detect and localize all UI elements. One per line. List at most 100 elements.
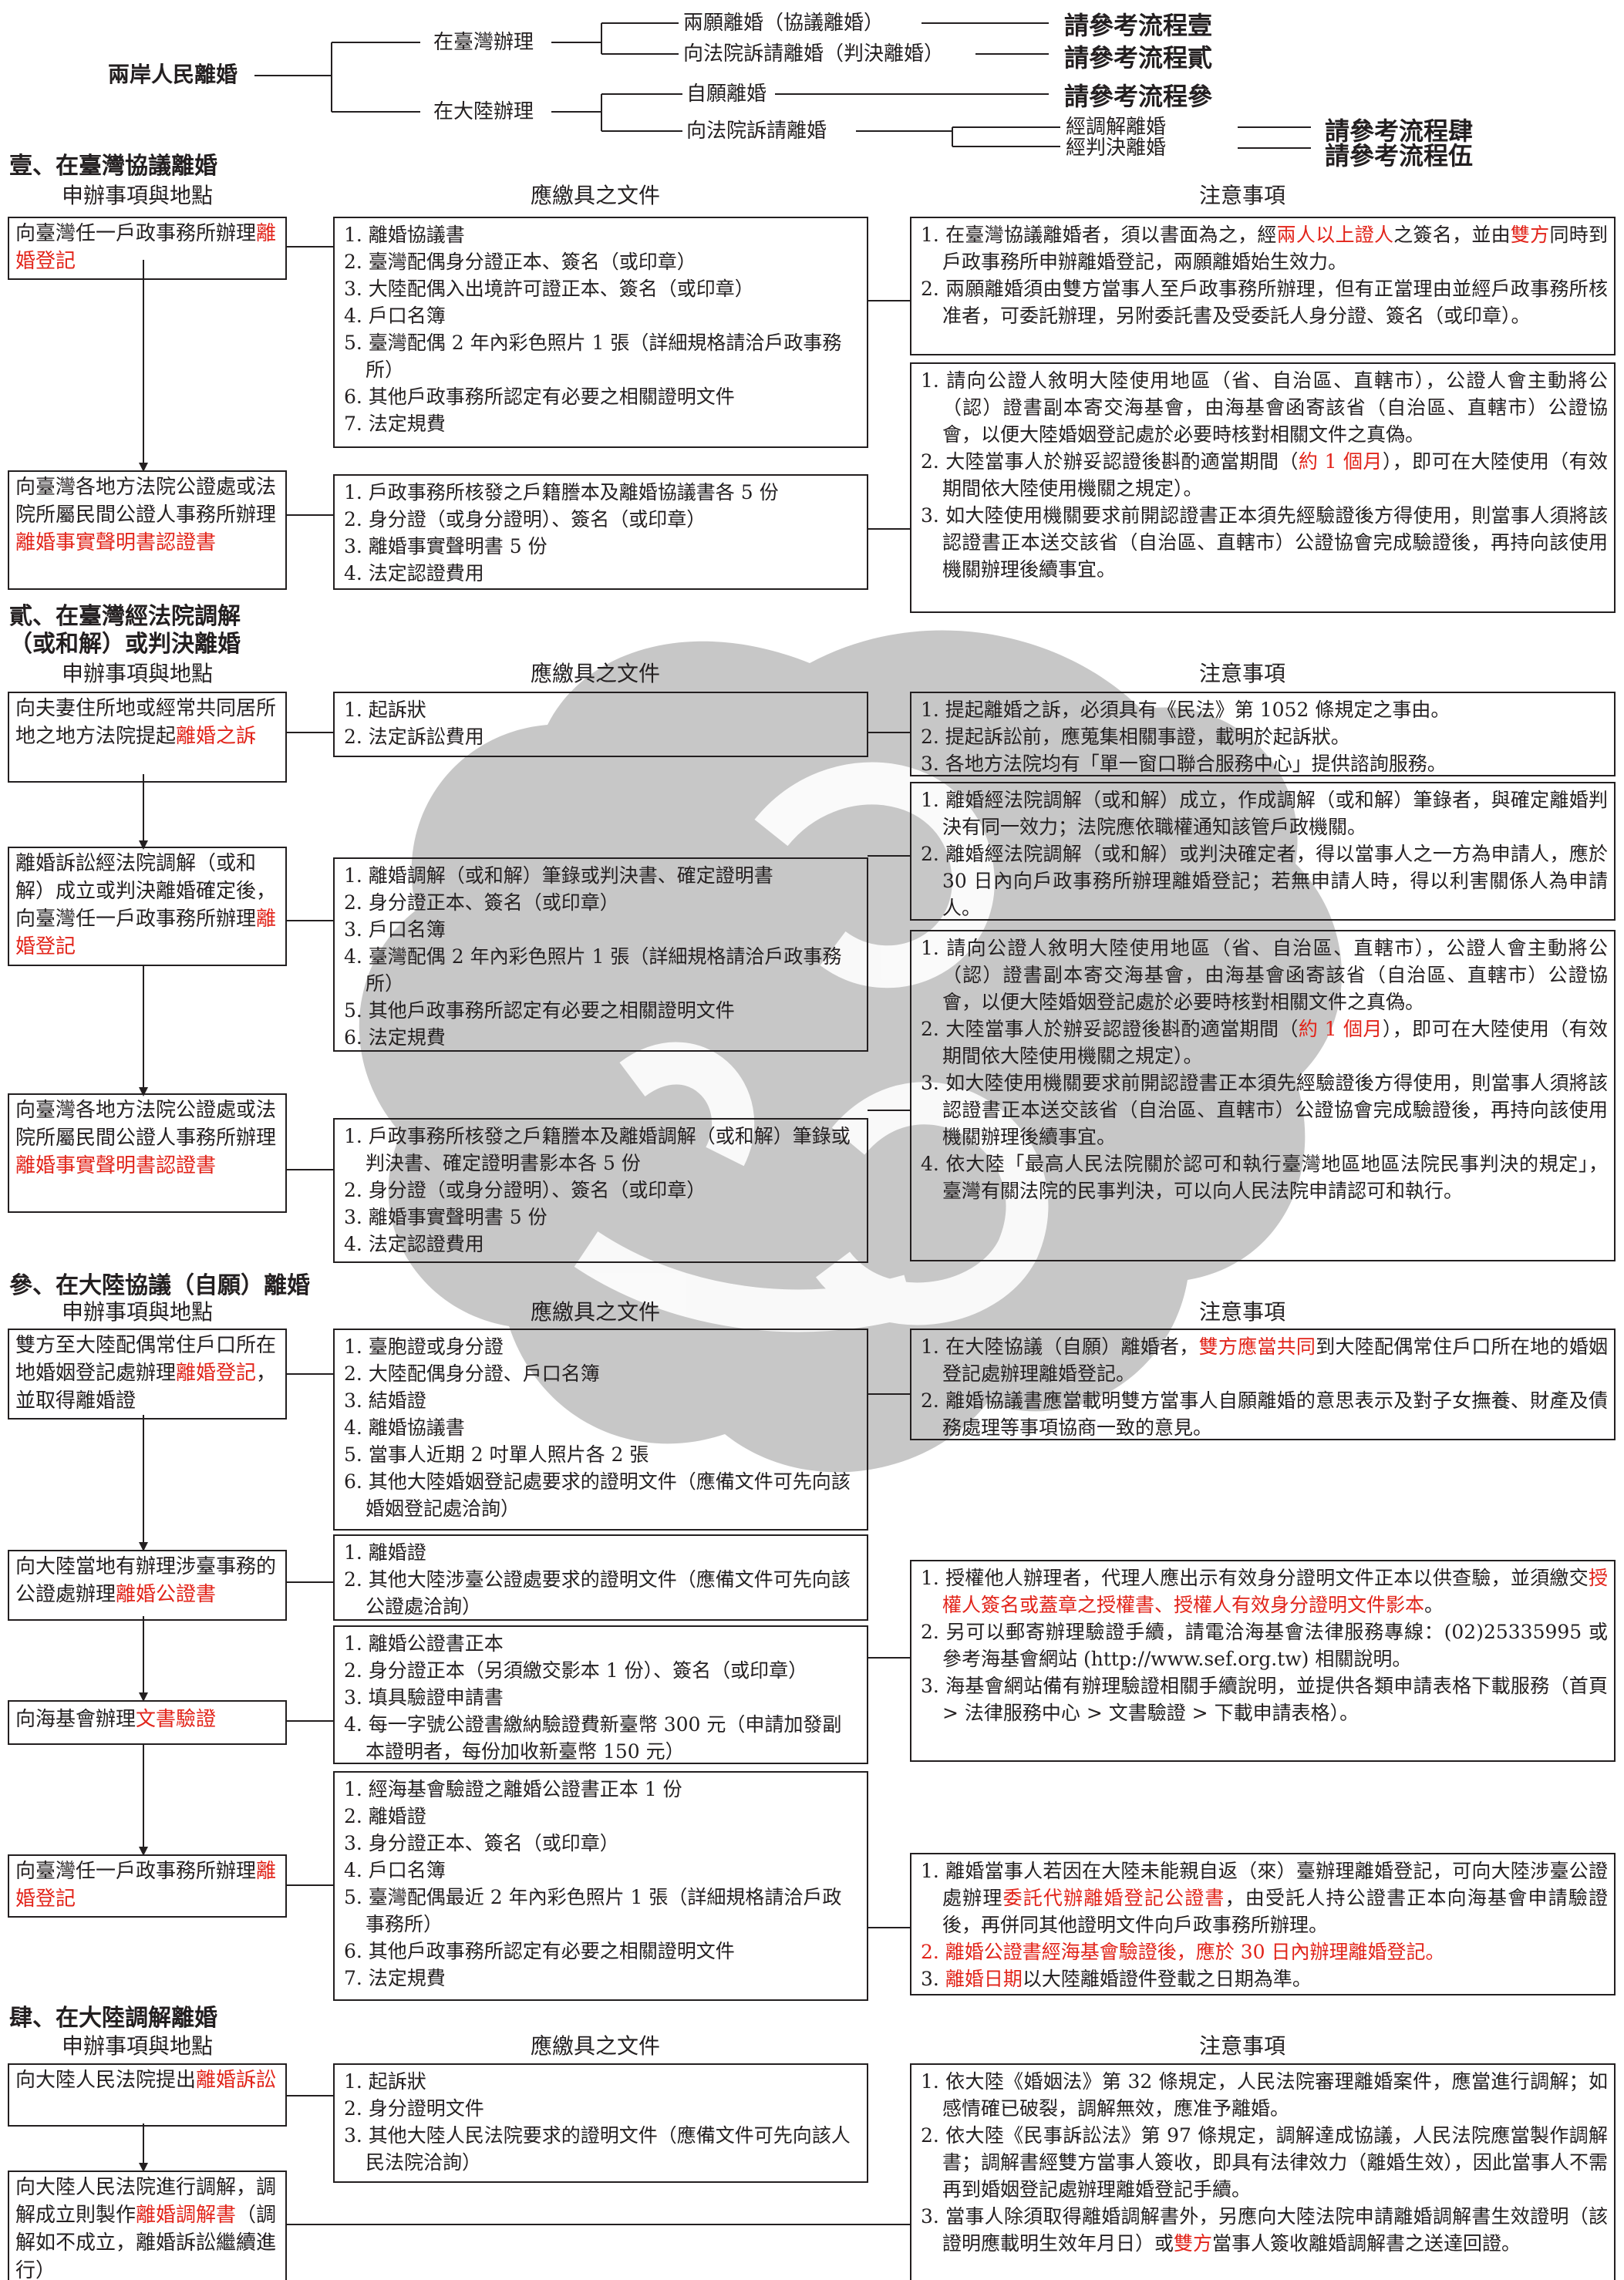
list-item: 4. 法定認證費用 [344, 1233, 484, 1255]
list-item: 1. 離婚公證書正本 [344, 1632, 504, 1655]
s1-notes-1: 1. 在臺灣協議離婚者，須以書面為之，經兩人以上證人之簽名，並由雙方同時到戶政事… [921, 224, 1608, 327]
s2-notes-3: 1. 請向公證人敘明大陸使用地區（省、自治區、直轄市），公證人會主動將公（認）證… [921, 937, 1608, 1202]
list-item: 2. 身分證（或身分證明）、簽名（或印章） [344, 1179, 706, 1201]
list-item: 3. 結婚證 [344, 1389, 426, 1412]
list-item: 3. 離婚事實聲明書 5 份 [344, 1206, 548, 1228]
s3-notes-2: 1. 授權他人辦理者，代理人應出示有效身分證明文件正本以供查驗，並須繳交授權人簽… [921, 1567, 1608, 1724]
section-2-title-1: 貳、在臺灣經法院調解 [9, 603, 241, 630]
list-item: 7. 法定規費 [344, 413, 446, 435]
tree-taiwan: 在臺灣辦理 [433, 31, 534, 54]
list-item: 1. 離婚經法院調解（或和解）成立，作成調解（或和解）筆錄者，與確定離婚判決有同… [921, 789, 1608, 838]
s3-docs-list-1: 1. 臺胞證或身分證 2. 大陸配偶身分證、戶口名簿 3. 結婚證 4. 離婚協議書 5… [333, 1330, 868, 1525]
col-notes-header: 注意事項 [1199, 1299, 1286, 1325]
s2-notes-box-2 [910, 782, 1616, 921]
tree-tw-consent: 兩願離婚（協議離婚） [683, 12, 884, 35]
s3-place-2: 向大陸當地有辦理涉臺事務的公證處辦理離婚公證書 [15, 1555, 277, 1606]
s4-place-box-2 [8, 2171, 287, 2280]
list-item: 3. 其他大陸人民法院要求的證明文件（應備文件可先向該人民法院洽詢） [344, 2124, 851, 2174]
s1-place-1: 向臺灣任一戶政事務所辦理離婚登記 [15, 222, 277, 273]
s2-place-2: 離婚訴訟經法院調解（或和解）成立或判決離婚確定後，向臺灣任一戶政事務所辦理離婚登… [15, 852, 277, 958]
list-item: 4. 戶口名簿 [344, 1859, 446, 1881]
list-item: 7. 法定規費 [344, 1967, 446, 1989]
ref-flow-4: 請參考流程肆 [1325, 116, 1474, 146]
s4-notes-box-1 [910, 2063, 1616, 2280]
list-item: 6. 其他戶政事務所認定有必要之相關證明文件 [344, 386, 735, 408]
s4-place-box-1 [8, 2063, 287, 2127]
list-item: 1. 離婚協議書 [344, 224, 465, 246]
s2-docs-box-2 [333, 857, 868, 1052]
section-4-title: 肆、在大陸調解離婚 [9, 2005, 217, 2032]
list-item: 1. 臺胞證或身分證 [344, 1335, 504, 1358]
list-item: 2. 提起訴訟前，應蒐集相關事證，載明於起訴狀。 [921, 726, 1350, 748]
list-item: 3. 大陸配偶入出境許可證正本、簽名（或印章） [344, 278, 754, 300]
section-1-title: 壹、在臺灣協議離婚 [9, 153, 217, 180]
s3-notes-box-1 [910, 1329, 1616, 1440]
list-item: 3. 戶口名簿 [344, 918, 446, 941]
s3-notes-3: 1. 離婚當事人若因在大陸未能親自返（來）臺辦理離婚登記，可向大陸涉臺公證處辦理… [921, 1860, 1608, 1990]
s2-docs-list-3: 1. 戶政事務所核發之戶籍謄本及離婚調解（或和解）筆錄或判決書、確定證明書影本各… [333, 1120, 868, 1261]
s3-notes-1: 1. 在大陸協議（自願）離婚者，雙方應當共同到大陸配偶常住戶口所在地的婚姻登記處… [921, 1335, 1608, 1439]
tree-tw-court: 向法院訴請離婚（判決離婚） [683, 42, 945, 66]
s2-notes-2: 1. 離婚經法院調解（或和解）成立，作成調解（或和解）筆錄者，與確定離婚判決有同… [910, 783, 1616, 924]
list-item: 2. 法定訴訟費用 [344, 726, 484, 748]
tree-cn-court: 向法院訴請離婚 [686, 120, 827, 143]
s3-place-1: 雙方至大陸配偶常住戶口所在地婚姻登記處辦理離婚登記，並取得離婚證 [15, 1334, 277, 1413]
col-place-header: 申辦事項與地點 [62, 183, 214, 208]
s3-docs-box-2 [333, 1534, 868, 1621]
s3-notes-box-2 [910, 1560, 1616, 1762]
tree-root: 兩岸人民離婚 [108, 62, 238, 87]
list-item: 5. 當事人近期 2 吋單人照片各 2 張 [344, 1443, 649, 1466]
col-notes-header: 注意事項 [1199, 661, 1286, 686]
ref-flow-5: 請參考流程伍 [1325, 141, 1474, 170]
col-place-header: 申辦事項與地點 [62, 2033, 214, 2059]
s2-place-box-3 [8, 1093, 287, 1213]
s2-place-box-1 [8, 692, 287, 783]
list-item: 2. 大陸配偶身分證、戶口名簿 [344, 1362, 600, 1385]
list-item: 4. 法定認證費用 [344, 562, 484, 584]
s1-notes-box-2 [910, 362, 1616, 613]
s1-place-box-2 [8, 470, 287, 590]
col-docs-header: 應繳具之文件 [531, 661, 661, 686]
s3-docs-box-3 [333, 1625, 868, 1764]
list-item: 1. 戶政事務所核發之戶籍謄本及離婚調解（或和解）筆錄或判決書、確定證明書影本各… [344, 1125, 851, 1174]
s2-notes-1: 1. 提起離婚之訴，必須具有《民法》第 1052 條規定之事由。2. 提起訴訟前… [910, 693, 1616, 780]
list-item: 5. 其他戶政事務所認定有必要之相關證明文件 [344, 999, 735, 1022]
tree-cn-judgment: 經判決離婚 [1066, 136, 1167, 160]
s3-place-4: 向臺灣任一戶政事務所辦理離婚登記 [15, 1860, 277, 1911]
s1-notes-box-1 [910, 217, 1616, 355]
ref-flow-1: 請參考流程壹 [1064, 11, 1213, 40]
col-docs-header: 應繳具之文件 [531, 2033, 661, 2059]
col-notes-header: 注意事項 [1199, 2033, 1286, 2059]
section-2-title-2: （或和解）或判決離婚 [9, 631, 241, 658]
list-item: 1. 戶政事務所核發之戶籍謄本及離婚協議書各 5 份 [344, 481, 779, 503]
s4-docs-box-1 [333, 2063, 868, 2183]
s2-place-3: 向臺灣各地方法院公證處或法院所屬民間公證人事務所辦理離婚事實聲明書認證書 [15, 1099, 277, 1177]
list-item: 2. 身分證（或身分證明）、簽名（或印章） [344, 508, 706, 530]
list-item: 2. 身分證明文件 [344, 2097, 484, 2120]
s1-docs-list-2: 1. 戶政事務所核發之戶籍謄本及離婚協議書各 5 份 2. 身分證（或身分證明）、… [333, 476, 868, 590]
s4-place-2: 向大陸人民法院進行調解，調解成立則製作離婚調解書（調解如不成立，離婚訴訟繼續進行… [15, 2176, 277, 2280]
s1-docs-box-1 [333, 217, 868, 448]
s3-place-box-1 [8, 1329, 287, 1420]
col-notes-header: 注意事項 [1199, 183, 1286, 208]
list-item: 5. 臺灣配偶 2 年內彩色照片 1 張（詳細規格請洽戶政事務所） [344, 332, 842, 381]
s4-notes-1: 1. 依大陸《婚姻法》第 32 條規定，人民法院審理離婚案件，應當進行調解；如感… [921, 2070, 1608, 2255]
list-item: 4. 離婚協議書 [344, 1416, 465, 1439]
s3-place-box-4 [8, 1854, 287, 1918]
s2-place-box-2 [8, 847, 287, 966]
s3-notes-box-3 [910, 1853, 1616, 1995]
list-item: 6. 其他戶政事務所認定有必要之相關證明文件 [344, 1940, 735, 1962]
list-item: 2. 身分證正本、簽名（或印章） [344, 891, 619, 914]
list-item: 4. 臺灣配偶 2 年內彩色照片 1 張（詳細規格請洽戶政事務所） [344, 945, 842, 995]
s2-place-1: 向夫妻住所地或經常共同居所地之地方法院提起離婚之訴 [15, 697, 277, 748]
list-item: 1. 經海基會驗證之離婚公證書正本 1 份 [344, 1778, 682, 1800]
s1-docs-box-2 [333, 474, 868, 590]
